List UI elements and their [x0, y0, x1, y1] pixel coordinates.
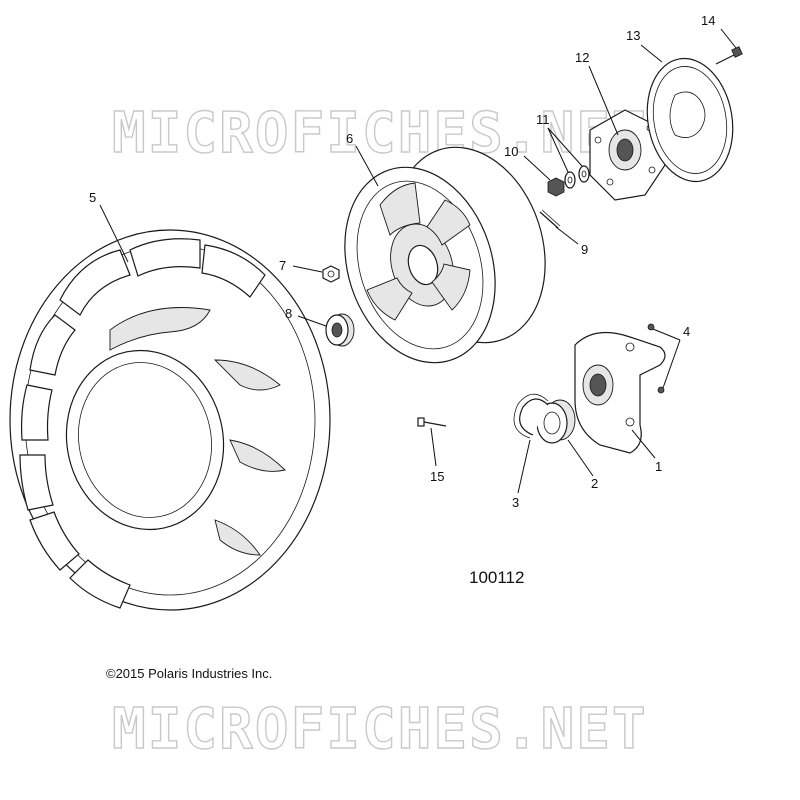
wheel-hub: [589, 109, 666, 201]
watermark-top: MICROFICHES.NET: [112, 101, 648, 166]
snap-ring: [513, 393, 549, 439]
callouts: 5 6 7 8 9 10 11 12 13 14 4 1 2 3 15: [89, 13, 715, 510]
center-cap: [325, 313, 355, 347]
callout-13: 13: [626, 28, 640, 43]
copyright-notice: ©2015 Polaris Industries Inc.: [106, 666, 272, 681]
callout-3: 3: [512, 495, 519, 510]
callout-6: 6: [346, 131, 353, 146]
callout-11: 11: [536, 112, 550, 127]
grease-fittings: [647, 323, 665, 394]
bearing-carrier: [574, 331, 666, 454]
leader-lines: [99, 28, 737, 494]
callout-10: 10: [504, 144, 518, 159]
callout-1: 1: [655, 459, 662, 474]
brake-disc: [646, 57, 734, 183]
callout-2: 2: [591, 476, 598, 491]
callout-9: 9: [581, 242, 588, 257]
watermark-bottom: MICROFICHES.NET: [112, 697, 648, 762]
tire: [9, 229, 331, 611]
disc-bolt: [715, 46, 743, 65]
callout-7: 7: [279, 258, 286, 273]
callout-4: 4: [683, 324, 690, 339]
callout-14: 14: [701, 13, 715, 28]
bearing-bolt: [417, 417, 447, 427]
callout-15: 15: [430, 469, 444, 484]
cotter-pin: [539, 209, 561, 229]
wheel-rim: [344, 146, 546, 364]
washers: [564, 165, 590, 189]
callout-12: 12: [575, 50, 589, 65]
castle-nut: [547, 177, 565, 197]
callout-8: 8: [285, 306, 292, 321]
diagram-number: 100112: [469, 568, 524, 587]
lug-nut: [322, 265, 340, 283]
callout-5: 5: [89, 190, 96, 205]
